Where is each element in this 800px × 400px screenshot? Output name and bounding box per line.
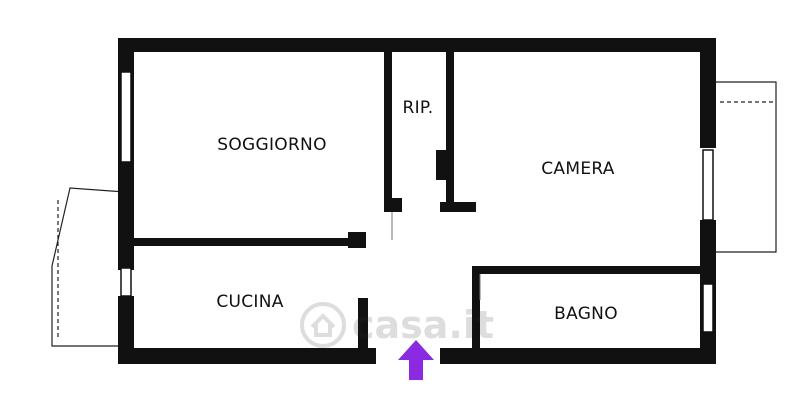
door-hints xyxy=(391,212,481,300)
arrow-up-icon xyxy=(398,340,434,380)
outer-walls xyxy=(118,38,716,364)
balcony-right xyxy=(714,81,777,253)
balcony-left xyxy=(51,187,126,347)
room-label-ripostiglio: RIP. xyxy=(402,98,434,118)
room-label-bagno: BAGNO xyxy=(554,304,618,324)
room-label-camera: CAMERA xyxy=(541,159,615,179)
interior-walls xyxy=(134,52,704,352)
windows xyxy=(120,71,714,333)
room-label-soggiorno: SOGGIORNO xyxy=(217,135,327,155)
room-label-cucina: CUCINA xyxy=(216,292,284,312)
